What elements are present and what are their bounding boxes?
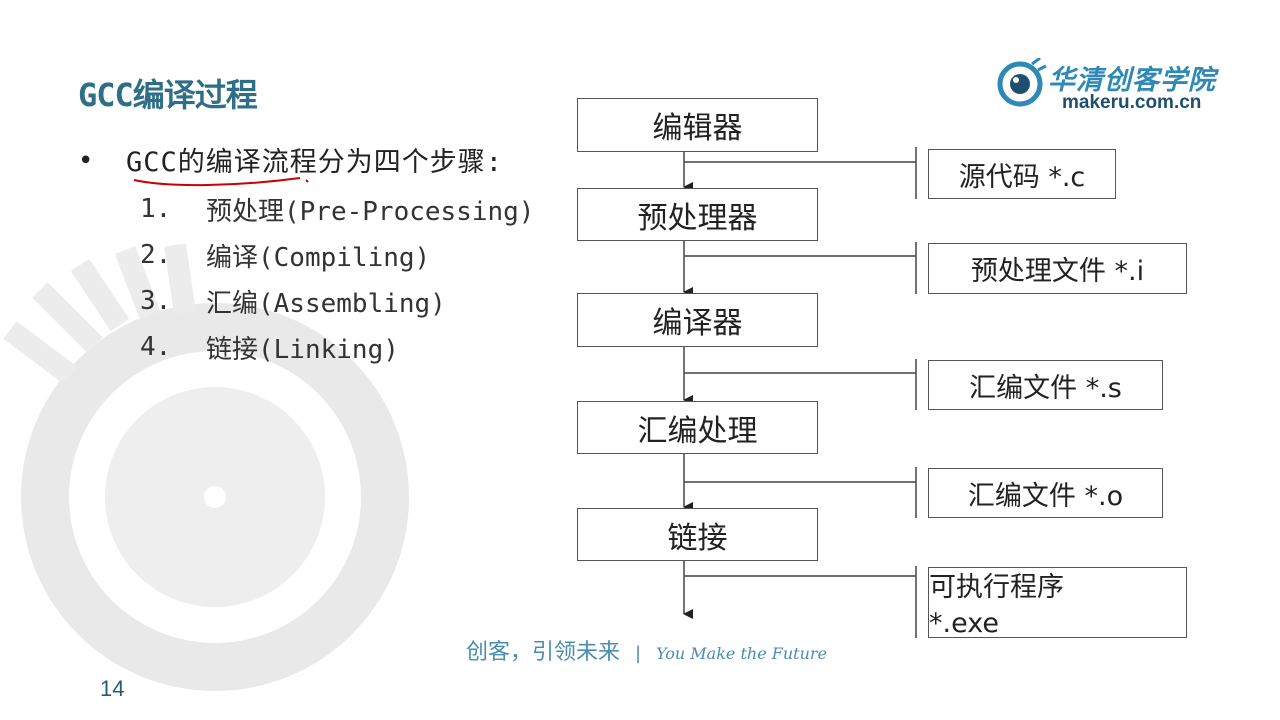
slogan-divider: | <box>635 643 642 664</box>
step-item: 2. 编译(Compiling) <box>140 232 534 278</box>
step-item: 3. 汇编(Assembling) <box>140 278 534 324</box>
stage-compiler: 编译器 <box>577 293 818 347</box>
step-number: 4. <box>140 332 172 362</box>
step-label: 预处理(Pre-Processing) <box>206 196 535 227</box>
slide-title: GCC编译过程 <box>78 76 258 114</box>
logo-brand-text: 华清创客学院 <box>1048 65 1216 96</box>
slogan-en: You Make the Future <box>656 644 828 663</box>
stage-editor: 编辑器 <box>577 98 818 152</box>
step-item: 4. 链接(Linking) <box>140 324 534 370</box>
output-executable-ext: *.exe <box>929 607 999 639</box>
step-item: 1. 预处理(Pre-Processing) <box>140 186 534 232</box>
output-preprocessed-file: 预处理文件 *.i <box>928 243 1187 294</box>
footer-slogan: 创客，引领未来 | You Make the Future <box>466 634 827 666</box>
stage-preprocessor: 预处理器 <box>577 188 818 241</box>
output-executable: 可执行程序 *.exe <box>928 567 1187 639</box>
logo-site-text: makeru.com.cn <box>1062 92 1202 113</box>
stage-assembler: 汇编处理 <box>577 401 818 454</box>
output-object-file: 汇编文件 *.o <box>928 468 1163 518</box>
slogan-cn: 创客，引领未来 <box>466 640 621 665</box>
output-source-file: 源代码 *.c <box>928 149 1116 199</box>
steps-list: 1. 预处理(Pre-Processing) 2. 编译(Compiling) 3.… <box>140 186 534 370</box>
step-number: 2. <box>140 240 172 270</box>
step-label: 编译(Compiling) <box>206 242 431 273</box>
brand-logo: 华清创客学院 makeru.com.cn <box>996 56 1236 120</box>
step-number: 3. <box>140 286 172 316</box>
page-number: 14 <box>100 676 125 701</box>
step-number: 1. <box>140 194 172 224</box>
output-asm-file: 汇编文件 *.s <box>928 360 1163 410</box>
step-label: 汇编(Assembling) <box>206 288 446 319</box>
output-executable-label: 可执行程序 <box>929 571 1064 603</box>
handwritten-underline <box>133 177 309 187</box>
bullet-lead-text: GCC的编译流程分为四个步骤: <box>126 147 504 178</box>
stage-linker: 链接 <box>577 508 818 561</box>
bullet-dot: • <box>78 146 94 176</box>
step-label: 链接(Linking) <box>206 334 399 365</box>
logo-eye-icon <box>997 58 1047 107</box>
